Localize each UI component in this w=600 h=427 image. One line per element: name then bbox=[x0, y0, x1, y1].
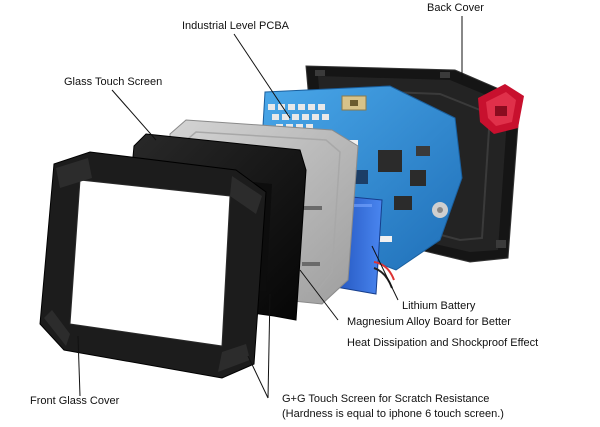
label-pcba: Industrial Level PCBA bbox=[182, 20, 289, 32]
label-gg-line1: G+G Touch Screen for Scratch Resistance bbox=[282, 393, 490, 405]
label-magnesium-line1: Magnesium Alloy Board for Better bbox=[347, 316, 511, 328]
leader-battery bbox=[371, 245, 399, 301]
label-front-glass-cover: Front Glass Cover bbox=[30, 395, 120, 407]
leader-magnesium bbox=[299, 269, 339, 321]
leader-gg-a bbox=[247, 355, 269, 399]
label-gg-line2: (Hardness is equal to iphone 6 touch scr… bbox=[282, 408, 504, 420]
leader-front-glass bbox=[77, 335, 81, 397]
label-magnesium-line2: Heat Dissipation and Shockproof Effect bbox=[347, 337, 539, 349]
leader-lines bbox=[77, 16, 463, 399]
leader-pcba bbox=[233, 33, 291, 119]
label-back-cover: Back Cover bbox=[427, 2, 484, 14]
leader-glass-touch bbox=[111, 89, 157, 141]
label-glass-touch-screen: Glass Touch Screen bbox=[64, 76, 163, 88]
red-handle-part bbox=[478, 84, 524, 134]
label-lithium-battery: Lithium Battery bbox=[402, 300, 476, 312]
leader-gg-b bbox=[267, 293, 271, 399]
front-glass-cover-part bbox=[39, 151, 267, 379]
